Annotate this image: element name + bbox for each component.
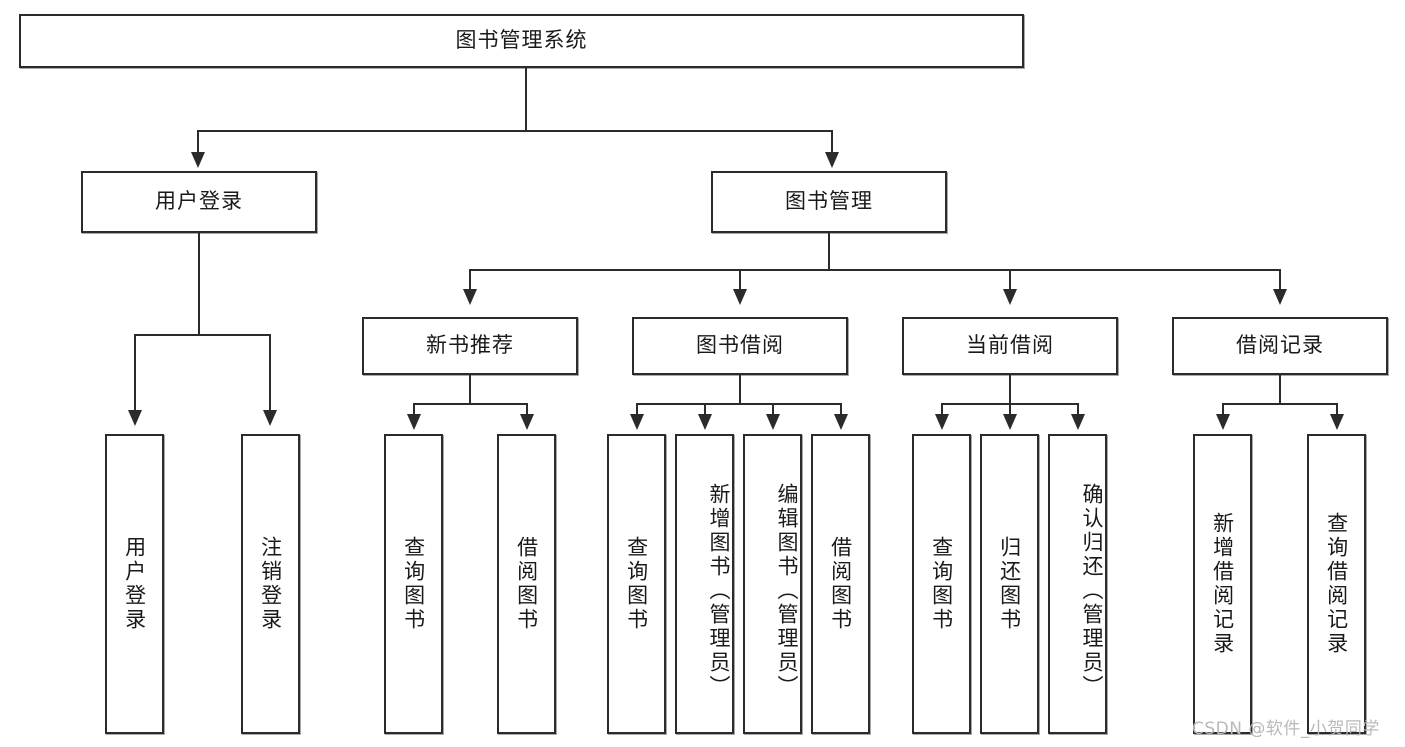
edge-current-borrow-to-leaf-2 [1009, 403, 1011, 417]
leaf-book-borrow-add-book-admin[interactable]: 新增图书（管理员） [675, 434, 734, 734]
leaf-new-book-borrow-book[interactable]: 借阅图书 [497, 434, 556, 734]
node-label: 注销登录 [258, 536, 283, 632]
node-label: 查询图书 [929, 536, 954, 632]
node-label: 用户登录 [155, 189, 243, 214]
node-label: 新书推荐 [426, 333, 514, 358]
arrow-borrow-record-to-leaf-1 [1216, 414, 1230, 430]
node-label: 用户登录 [122, 536, 147, 632]
arrow-user-login-to-leaf-1 [128, 410, 142, 426]
edge-user-login-to-leaf-1 [134, 334, 136, 413]
edge-borrow-record-bus [1222, 403, 1338, 405]
node-root-library-management-system[interactable]: 图书管理系统 [19, 14, 1024, 68]
node-label: 查询图书 [401, 536, 426, 632]
arrow-bm-to-new-book [463, 289, 477, 305]
node-label: 图书管理 [785, 189, 873, 214]
edge-book-borrow-bus [636, 403, 842, 405]
edge-current-borrow-to-leaf-3 [1077, 403, 1079, 417]
arrow-borrow-record-to-leaf-2 [1330, 414, 1344, 430]
arrow-root-to-user-login [191, 152, 205, 168]
arrow-bm-to-current-borrow [1003, 289, 1017, 305]
arrow-book-borrow-to-leaf-3 [766, 414, 780, 430]
edge-user-login-bus [134, 334, 271, 336]
csdn-watermark: CSDN @软件_小贺同学 [1192, 719, 1380, 739]
node-current-borrow[interactable]: 当前借阅 [902, 317, 1118, 375]
arrow-root-to-book-management [825, 152, 839, 168]
arrow-new-book-to-leaf-1 [407, 414, 421, 430]
edge-bm-to-current-borrow [1009, 269, 1011, 291]
edge-borrow-record-to-leaf-2 [1336, 403, 1338, 417]
leaf-book-borrow-borrow-book[interactable]: 借阅图书 [811, 434, 870, 734]
edge-current-borrow-stem [1009, 375, 1011, 405]
arrow-current-borrow-to-leaf-3 [1071, 414, 1085, 430]
node-label: 归还图书 [997, 536, 1022, 632]
arrow-user-login-to-leaf-2 [263, 410, 277, 426]
node-label: 新增借阅记录 [1210, 512, 1235, 656]
leaf-current-borrow-query-book[interactable]: 查询图书 [912, 434, 971, 734]
node-book-borrow[interactable]: 图书借阅 [632, 317, 848, 375]
edge-user-login-stem [198, 233, 200, 336]
node-label: 借阅图书 [828, 536, 853, 632]
node-borrow-record[interactable]: 借阅记录 [1172, 317, 1388, 375]
leaf-borrow-record-add-record[interactable]: 新增借阅记录 [1193, 434, 1252, 734]
arrow-bm-to-book-borrow [733, 289, 747, 305]
edge-root-stem [525, 68, 527, 132]
arrow-current-borrow-to-leaf-1 [935, 414, 949, 430]
edge-book-borrow-stem [739, 375, 741, 405]
leaf-current-borrow-confirm-return-admin[interactable]: 确认归还（管理员） [1048, 434, 1107, 734]
leaf-book-borrow-query-book[interactable]: 查询图书 [607, 434, 666, 734]
edge-bm-to-book-borrow [739, 269, 741, 291]
leaf-book-borrow-edit-book-admin[interactable]: 编辑图书（管理员） [743, 434, 802, 734]
edge-borrow-record-stem [1279, 375, 1281, 405]
edge-book-management-bus [469, 269, 1281, 271]
node-label: 借阅图书 [514, 536, 539, 632]
node-new-book-recommend[interactable]: 新书推荐 [362, 317, 578, 375]
edge-borrow-record-to-leaf-1 [1222, 403, 1224, 417]
edge-bm-to-new-book [469, 269, 471, 291]
edge-root-to-user-login [197, 130, 199, 156]
arrow-book-borrow-to-leaf-1 [630, 414, 644, 430]
edge-bm-to-borrow-record [1279, 269, 1281, 291]
leaf-current-borrow-return-book[interactable]: 归还图书 [980, 434, 1039, 734]
node-label: 借阅记录 [1236, 333, 1324, 358]
edge-book-borrow-to-leaf-1 [636, 403, 638, 417]
leaf-new-book-query-book[interactable]: 查询图书 [384, 434, 443, 734]
leaf-borrow-record-query-record[interactable]: 查询借阅记录 [1307, 434, 1366, 734]
node-label: 当前借阅 [966, 333, 1054, 358]
node-label: 新增图书（管理员） [707, 483, 731, 699]
edge-new-book-to-leaf-1 [413, 403, 415, 417]
arrow-bm-to-borrow-record [1273, 289, 1287, 305]
edge-book-borrow-to-leaf-4 [840, 403, 842, 417]
edge-new-book-stem [469, 375, 471, 405]
edge-new-book-bus [413, 403, 528, 405]
edge-root-to-book-management [831, 130, 833, 156]
edge-book-borrow-to-leaf-3 [772, 403, 774, 417]
node-label: 图书管理系统 [455, 28, 588, 53]
arrow-current-borrow-to-leaf-2 [1003, 414, 1017, 430]
edge-user-login-to-leaf-2 [269, 334, 271, 413]
node-label: 图书借阅 [696, 333, 784, 358]
arrow-new-book-to-leaf-2 [520, 414, 534, 430]
node-book-management[interactable]: 图书管理 [711, 171, 947, 233]
node-user-login[interactable]: 用户登录 [81, 171, 317, 233]
arrow-book-borrow-to-leaf-2 [698, 414, 712, 430]
arrow-book-borrow-to-leaf-4 [834, 414, 848, 430]
node-label: 查询图书 [624, 536, 649, 632]
edge-new-book-to-leaf-2 [526, 403, 528, 417]
edge-book-borrow-to-leaf-2 [704, 403, 706, 417]
node-label: 确认归还（管理员） [1080, 483, 1104, 699]
node-label: 查询借阅记录 [1324, 512, 1349, 656]
leaf-user-login-login[interactable]: 用户登录 [105, 434, 164, 734]
node-label: 编辑图书（管理员） [775, 483, 799, 699]
edge-current-borrow-to-leaf-1 [941, 403, 943, 417]
leaf-user-login-logout[interactable]: 注销登录 [241, 434, 300, 734]
edge-root-bus [197, 130, 833, 132]
edge-book-management-stem [828, 233, 830, 271]
